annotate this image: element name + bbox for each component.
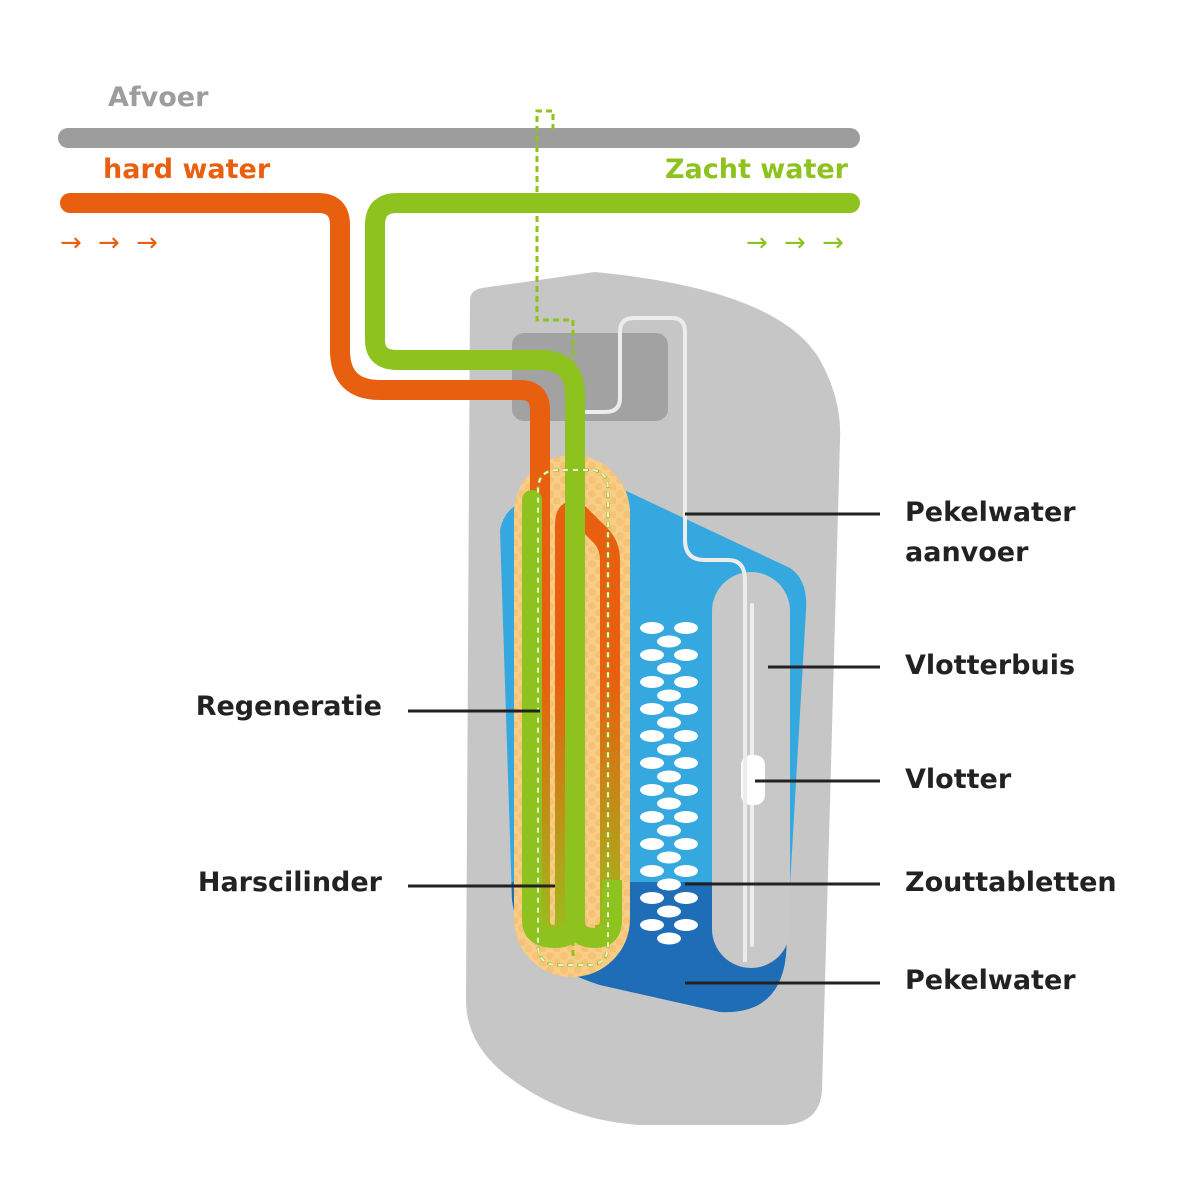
salt-tablet — [640, 730, 664, 742]
salt-tablet — [657, 635, 681, 648]
salt-tablet — [657, 662, 681, 675]
salt-tablet — [640, 676, 664, 688]
salt-tablets — [640, 622, 698, 945]
label-regeneration: Regeneratie — [195, 691, 382, 722]
label-salt-tablets: Zouttabletten — [905, 867, 1117, 898]
salt-tablet — [640, 649, 664, 661]
salt-tablet — [640, 865, 664, 877]
brine-supply-tube — [575, 316, 747, 962]
salt-tablet — [640, 757, 664, 769]
salt-tablet — [674, 784, 698, 796]
salt-tablet — [640, 892, 664, 904]
hard-water-label: hard water — [103, 154, 271, 185]
salt-tablet — [640, 622, 664, 634]
salt-tablet — [674, 811, 698, 823]
label-float-tube: Vlotterbuis — [905, 650, 1076, 681]
drain-flow-dashed — [535, 109, 575, 960]
salt-tablet — [640, 703, 664, 715]
salt-tablet — [674, 919, 698, 931]
label-float: Vlotter — [905, 764, 1012, 795]
salt-tablet — [657, 797, 681, 810]
drain-label: Afvoer — [108, 82, 209, 113]
salt-tablet — [640, 919, 664, 931]
soft-water-pipe — [365, 193, 860, 948]
leader-lines — [408, 512, 880, 985]
salt-tablet — [657, 716, 681, 729]
salt-tablet — [674, 622, 698, 634]
label-resin-cylinder: Harscilinder — [197, 867, 382, 898]
salt-tablet — [674, 676, 698, 688]
hard-flow-arrows: → → → — [60, 228, 162, 258]
salt-tablet — [657, 932, 681, 945]
salt-tablet — [674, 838, 698, 850]
soft-water-label: Zacht water — [664, 154, 848, 185]
salt-tablet — [657, 743, 681, 756]
salt-tablet — [640, 784, 664, 796]
salt-tablet — [657, 824, 681, 837]
salt-tablet — [640, 811, 664, 823]
salt-tablet — [657, 851, 681, 864]
label-brine-supply: Pekelwater aanvoer — [905, 497, 1076, 568]
salt-tablet — [674, 703, 698, 715]
salt-tablet — [674, 865, 698, 877]
salt-tablet — [674, 649, 698, 661]
salt-tablet — [657, 689, 681, 702]
soft-flow-arrows: → → → — [746, 228, 848, 258]
salt-tablet — [657, 770, 681, 783]
salt-tablet — [674, 757, 698, 769]
salt-tablet — [640, 838, 664, 850]
salt-tablet — [657, 878, 681, 891]
label-brine: Pekelwater — [905, 965, 1076, 996]
salt-tablet — [674, 892, 698, 904]
salt-tablet — [657, 905, 681, 918]
salt-tablet — [674, 730, 698, 742]
hard-water-pipe — [60, 193, 550, 480]
